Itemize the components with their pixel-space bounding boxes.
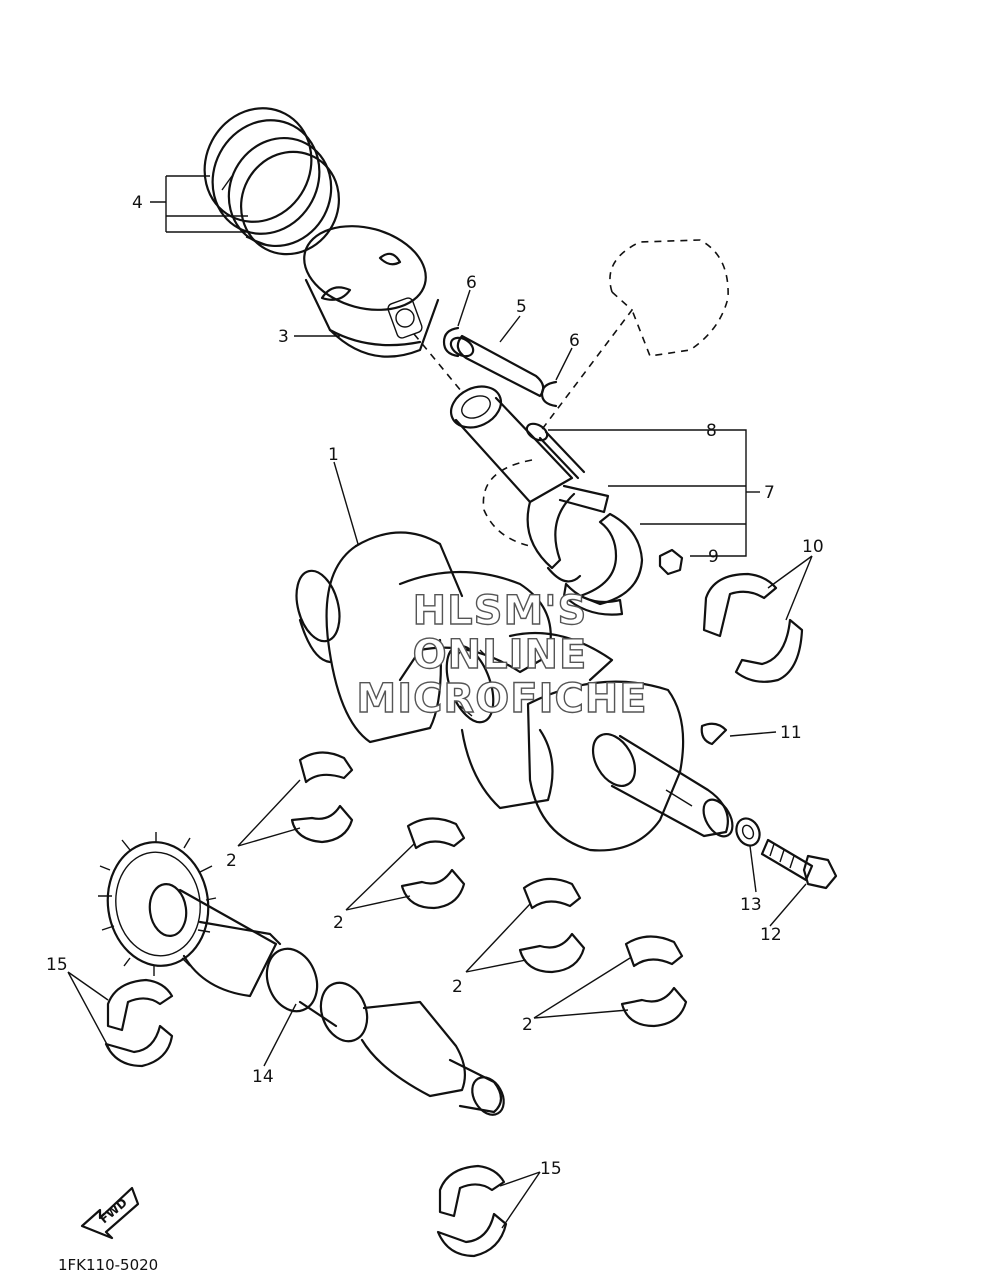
callout-9: 9 — [708, 547, 719, 567]
callout-14: 14 — [252, 1067, 274, 1087]
callout-12: 12 — [760, 925, 782, 945]
callouts: 1 2 2 2 2 3 4 5 6 6 7 8 9 10 11 12 13 14… — [46, 193, 824, 1179]
main-bearing-pair-2[interactable] — [400, 817, 466, 910]
circlip-lower[interactable] — [540, 380, 558, 408]
callout-6b: 6 — [569, 331, 580, 351]
balancer-bearings-bottom[interactable] — [436, 1164, 508, 1258]
watermark-line-1: HLSM'S — [413, 588, 588, 634]
callout-4: 4 — [132, 193, 143, 213]
leader-lines — [67, 175, 813, 1229]
connecting-rod[interactable] — [444, 379, 610, 583]
watermark-line-3: MICROFICHE — [356, 676, 647, 722]
callout-13: 13 — [740, 895, 762, 915]
balancer-bearings-left[interactable] — [104, 978, 174, 1068]
callout-1: 1 — [328, 445, 339, 465]
crankshaft-assembly[interactable] — [289, 531, 738, 852]
watermark: HLSM'S ONLINE MICROFICHE — [356, 587, 648, 722]
big-end-bearings[interactable] — [702, 572, 804, 683]
crank-bolt[interactable] — [760, 838, 838, 890]
callout-15a: 15 — [46, 955, 68, 975]
balancer-shaft[interactable] — [98, 832, 510, 1120]
circlip-upper[interactable] — [442, 326, 460, 358]
callout-7: 7 — [764, 483, 775, 503]
fwd-label: FWD — [97, 1195, 130, 1226]
woodruff-key[interactable] — [700, 722, 728, 746]
washer[interactable] — [732, 815, 764, 850]
callout-2d: 2 — [522, 1015, 533, 1035]
callout-2a: 2 — [226, 851, 237, 871]
main-bearing-pair-4[interactable] — [620, 935, 688, 1028]
callout-2b: 2 — [333, 913, 344, 933]
fwd-arrow-icon: FWD — [80, 1186, 140, 1240]
callout-15b: 15 — [540, 1159, 562, 1179]
callout-5: 5 — [516, 297, 527, 317]
callout-2c: 2 — [452, 977, 463, 997]
callout-11: 11 — [780, 723, 802, 743]
watermark-line-2: ONLINE — [413, 632, 588, 678]
callout-8: 8 — [706, 421, 717, 441]
rod-bolt[interactable] — [524, 420, 586, 480]
callout-10: 10 — [802, 537, 824, 557]
piston-pin[interactable] — [448, 334, 545, 398]
main-bearing-pair-1[interactable] — [290, 751, 354, 844]
piston-rings[interactable] — [185, 89, 357, 271]
piston[interactable] — [295, 213, 440, 358]
drawing-code: 1FK110-5020 — [58, 1256, 158, 1274]
main-bearing-pair-3[interactable] — [518, 877, 586, 974]
rod-cap[interactable] — [562, 512, 644, 616]
callout-6a: 6 — [466, 273, 477, 293]
callout-3: 3 — [278, 327, 289, 347]
rod-nut[interactable] — [658, 548, 684, 576]
